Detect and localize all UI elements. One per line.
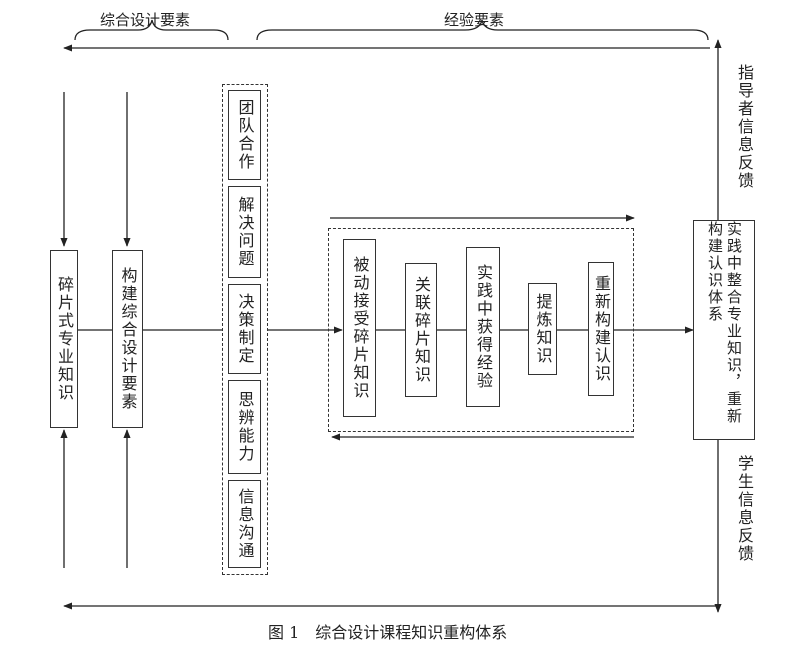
process-step-text: 被动接受碎片知识: [350, 256, 370, 400]
build-design-elements-box: 构建综合设计要素: [112, 250, 143, 428]
figure-caption: 图 1 综合设计课程知识重构体系: [268, 623, 508, 642]
process-step-relate: 关联碎片知识: [405, 263, 437, 397]
experience-elements-label: 经验要素: [444, 11, 505, 29]
process-step-passive: 被动接受碎片知识: [343, 239, 376, 417]
process-step-practice: 实践中获得经验: [466, 247, 500, 407]
bracket-experience-elements: [256, 19, 709, 41]
process-step-text: 重新构建认识: [592, 275, 611, 383]
fragmented-knowledge-text: 碎片式专业知识: [55, 276, 74, 402]
skill-text: 信息沟通: [235, 488, 255, 560]
skill-text: 思辨能力: [235, 391, 255, 463]
process-step-refine: 提炼知识: [528, 283, 557, 375]
build-design-elements-text: 构建综合设计要素: [118, 267, 138, 411]
process-group: [328, 228, 634, 432]
bracket-design-elements: [74, 19, 229, 41]
design-elements-label: 综合设计要素: [100, 11, 191, 29]
skill-text: 解决问题: [235, 196, 255, 268]
result-text: 实践中整合专业知识，重新构建认识体系: [706, 221, 743, 425]
process-step-text: 实践中获得经验: [474, 264, 493, 390]
skill-box-decision-making: 决策制定: [228, 284, 261, 374]
skills-group: [222, 84, 268, 575]
skill-text: 决策制定: [235, 293, 255, 365]
fragmented-knowledge-box: 碎片式专业知识: [50, 250, 78, 428]
skill-box-critical-thinking: 思辨能力: [228, 380, 261, 474]
process-step-text: 提炼知识: [533, 293, 553, 365]
skill-box-problem-solving: 解决问题: [228, 186, 261, 278]
process-step-text: 关联碎片知识: [412, 276, 431, 384]
instructor-feedback-label: 指导者信息反馈: [735, 64, 754, 190]
skill-box-communication: 信息沟通: [228, 480, 261, 568]
student-feedback-label: 学生信息反馈: [735, 455, 754, 563]
result-box: 实践中整合专业知识，重新构建认识体系: [693, 220, 755, 440]
process-step-rebuild: 重新构建认识: [588, 262, 614, 396]
skill-text: 团队合作: [235, 99, 255, 171]
skill-box-teamwork: 团队合作: [228, 90, 261, 180]
